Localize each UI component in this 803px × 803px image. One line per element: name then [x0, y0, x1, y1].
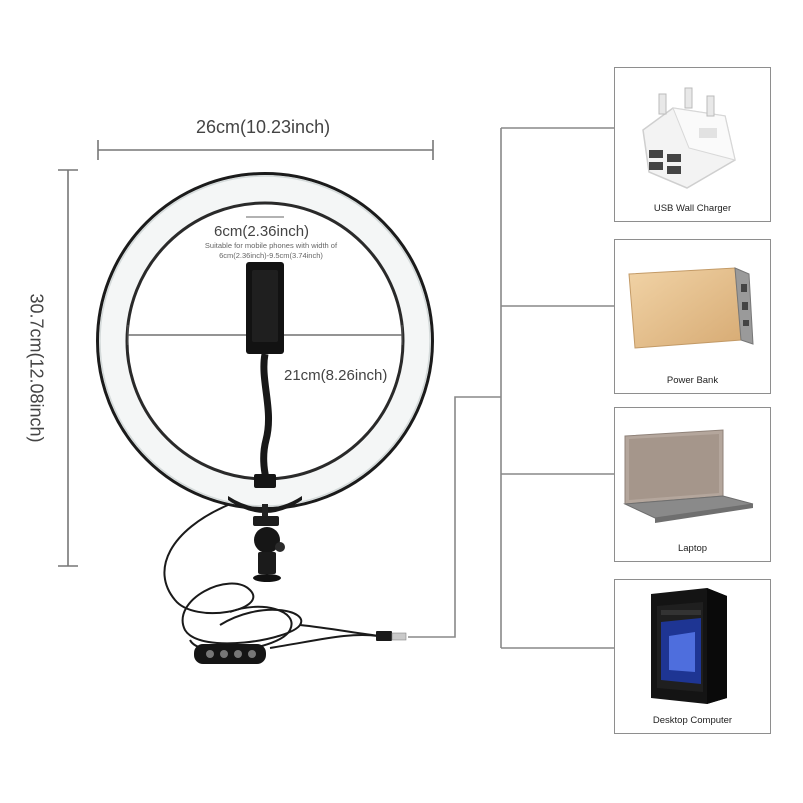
- device-card-desktop-computer: Desktop Computer: [614, 579, 771, 734]
- ball-head-mount: [253, 504, 285, 582]
- device-card-laptop: Laptop: [614, 407, 771, 562]
- height-label: 30.7cm(12.08inch): [26, 293, 47, 443]
- phone-width-label: 6cm(2.36inch): [214, 223, 310, 240]
- laptop-icon: [623, 429, 754, 523]
- device-label: Power Bank: [666, 375, 719, 386]
- phone-compatibility-note: Suitable for mobile phones with width of…: [204, 241, 338, 260]
- device-label: Desktop Computer: [652, 715, 733, 726]
- usb-wall-charger-icon: [642, 87, 736, 189]
- remote-control: [194, 644, 266, 664]
- width-label: 26cm(10.23inch): [196, 117, 331, 137]
- phone-holder: [228, 262, 302, 513]
- usb-cable: [163, 504, 381, 652]
- height-dimension-line: [58, 169, 78, 567]
- connection-lines: [408, 127, 614, 649]
- device-label: Laptop: [677, 543, 708, 554]
- usb-plug: [376, 631, 407, 641]
- power-bank-icon: [628, 267, 754, 349]
- desktop-computer-icon: [651, 588, 727, 704]
- ring-diameter-label: 21cm(8.26inch): [284, 367, 388, 384]
- width-dimension-line: [97, 140, 434, 160]
- device-label: USB Wall Charger: [653, 203, 732, 214]
- device-card-power-bank: Power Bank: [614, 239, 771, 394]
- device-card-usb-wall-charger: USB Wall Charger: [614, 67, 771, 222]
